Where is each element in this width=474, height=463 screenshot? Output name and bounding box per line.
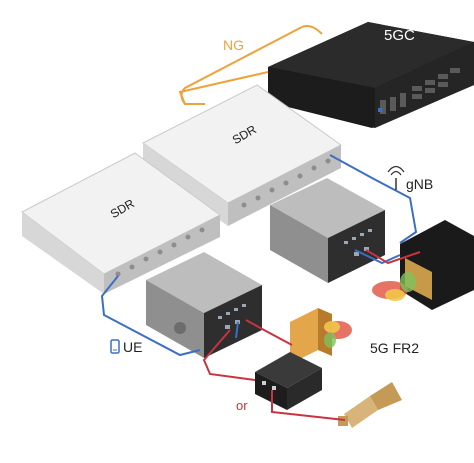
sdr-lower: SDR (21, 152, 221, 294)
gnb-label-group: gNB (387, 165, 433, 192)
fr2-panel (290, 308, 352, 364)
antenna-icon (387, 165, 405, 190)
gnb-converter-box (270, 178, 385, 283)
sdr-lower-ports (115, 227, 205, 277)
ue-radio-box (255, 352, 322, 410)
ethernet-link-ue-box (235, 321, 239, 339)
rf-link-gnb (365, 249, 421, 265)
phone-icon (110, 339, 120, 354)
ethernet-link-ue (100, 275, 201, 357)
rf-link-ue-panel (245, 319, 293, 346)
rf-link-ue-radio (202, 329, 256, 381)
fr2-label: 5G FR2 (370, 340, 419, 356)
ethernet-link-gnb (329, 154, 418, 244)
sdr-upper-ports (241, 158, 331, 208)
gnb-box-ports (344, 229, 372, 256)
server-front-panel (380, 68, 460, 114)
ue-label-group: UE (110, 339, 142, 355)
horn-antenna (338, 382, 402, 428)
ng-link-line-top (180, 25, 323, 105)
core-label: 5GC (384, 27, 415, 44)
ethernet-link-gnb-box (354, 249, 401, 265)
ng-label: NG (223, 37, 244, 53)
gnb-label: gNB (406, 176, 433, 192)
or-label: or (236, 398, 248, 413)
core-server: 5GC (268, 22, 474, 128)
ue-converter-box (146, 252, 262, 358)
ue-label: UE (123, 339, 142, 355)
rf-link-horn (271, 390, 346, 421)
gnb-antenna-unit (372, 220, 474, 310)
